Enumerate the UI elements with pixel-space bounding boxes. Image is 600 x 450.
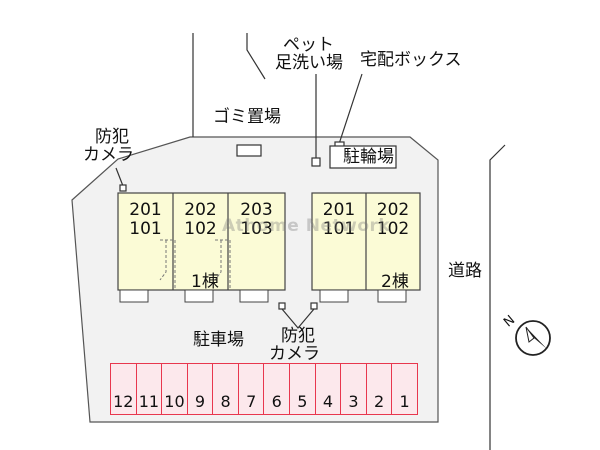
- parking-spaces: 12 11 10 9 8 7 6 5 4 3 2 1: [110, 363, 418, 415]
- camera-top-label: 防犯: [95, 127, 129, 147]
- building-1-label: 1棟: [191, 272, 219, 292]
- pet-wash-marker: [311, 157, 321, 167]
- parking-space: 7: [238, 363, 265, 415]
- garbage-label: ゴミ置場: [213, 107, 281, 127]
- pet-wash-label: ペット: [283, 35, 334, 55]
- delivery-box-label: 宅配ボックス: [360, 50, 462, 70]
- parking-space: 2: [366, 363, 393, 415]
- camera-top-label-2: カメラ: [83, 145, 134, 165]
- parking-space: 3: [341, 363, 367, 415]
- bicycle-parking-label: 駐輪場: [343, 147, 394, 167]
- camera-bottom-left-marker: [278, 302, 286, 310]
- road-edge-top: [246, 33, 266, 80]
- parking-space: 11: [136, 363, 163, 415]
- parking-space: 10: [162, 363, 188, 415]
- pet-wash-label-2: 足洗い場: [275, 53, 343, 73]
- road-edge-right: [489, 144, 506, 450]
- camera-top-marker: [119, 184, 127, 192]
- road-label: 道路: [448, 261, 482, 281]
- building-1: [117, 192, 286, 291]
- parking-space: 8: [213, 363, 239, 415]
- garbage-box: [236, 144, 262, 157]
- parking-space: 4: [315, 363, 342, 415]
- parking-space: 12: [110, 363, 137, 415]
- watermark: Athome Network: [222, 216, 391, 236]
- bicycle-parking-box: [329, 145, 397, 169]
- parking-space: 1: [392, 363, 418, 415]
- parking-space: 9: [187, 363, 214, 415]
- camera-bottom-right-marker: [310, 302, 318, 310]
- parking-space: 5: [290, 363, 316, 415]
- north-arrow-icon: [515, 320, 551, 356]
- building-2-label: 2棟: [381, 272, 409, 292]
- camera-bottom-label-2: カメラ: [269, 344, 320, 364]
- parking-space: 6: [264, 363, 291, 415]
- parking-lot-label: 駐車場: [193, 330, 244, 350]
- camera-bottom-label: 防犯: [281, 326, 315, 346]
